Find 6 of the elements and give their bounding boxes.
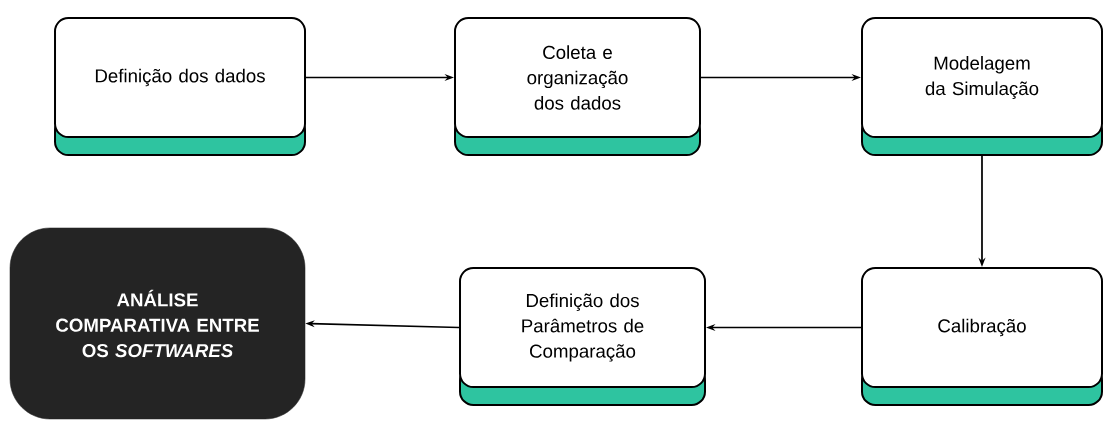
process-box: Definição dos dados <box>54 17 306 156</box>
result-box: ANÁLISE COMPARATIVA ENTRE OS SOFTWARES <box>9 227 306 420</box>
process-box: Modelagem da Simulação <box>861 17 1103 156</box>
process-box: Definição dos Parâmetros de Comparação <box>459 267 706 406</box>
process-box: Calibração <box>861 267 1103 406</box>
process-box: Coleta e organização dos dados <box>454 17 701 156</box>
